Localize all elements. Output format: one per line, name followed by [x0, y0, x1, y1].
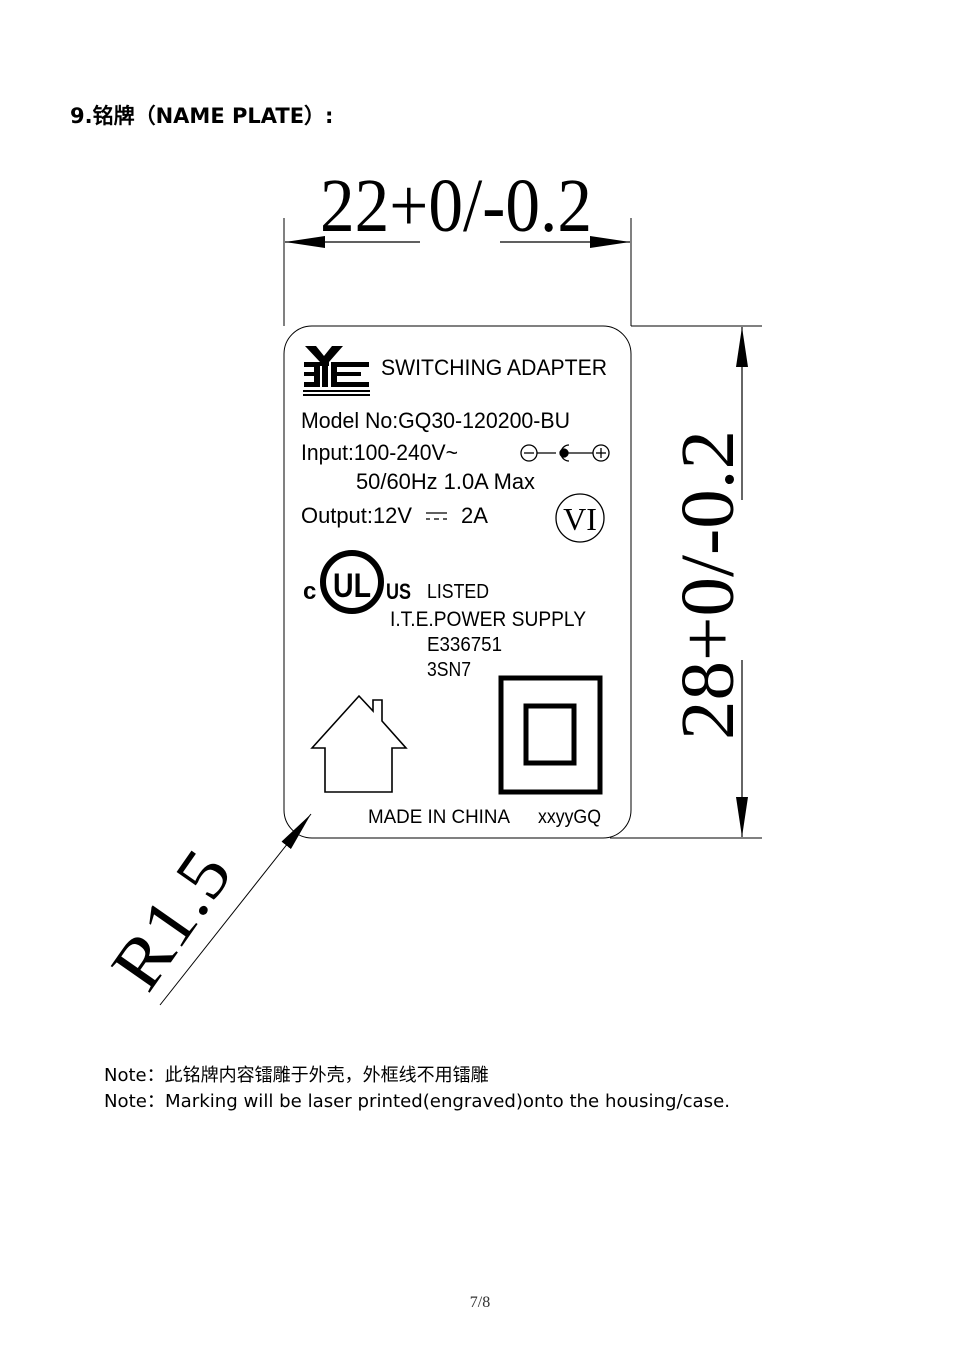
ul-logo-letters: UL [333, 567, 371, 605]
class-ii-inner-square [523, 703, 577, 766]
polarity-icon [520, 444, 610, 462]
brand-logo [303, 346, 370, 396]
efficiency-mark-circle [555, 493, 605, 543]
width-dimension: 22+0/-0.2 [283, 164, 632, 326]
origin-label: MADE IN CHINA [368, 807, 510, 828]
page-number: 7/8 [470, 1294, 490, 1311]
radius-dimension: R1.5 [96, 813, 312, 1006]
plate-title: SWITCHING ADAPTER [381, 355, 607, 380]
height-dimension-label: 28+0/-0.2 [666, 430, 750, 740]
listed-label: LISTED [427, 581, 489, 603]
note-english: Note：Marking will be laser printed(engra… [104, 1091, 730, 1112]
output-current: 2A [461, 503, 488, 528]
date-code: xxyyGQ [538, 807, 601, 828]
indoor-use-house-icon [310, 694, 408, 793]
height-dimension: 28+0/-0.2 [610, 325, 762, 839]
input-rating: Input:100-240V~ [301, 440, 458, 465]
note-chinese: Note：此铭牌内容镭雕于外壳，外框线不用镭雕 [104, 1065, 489, 1086]
radius-label: R1.5 [96, 835, 248, 1004]
ul-c-label: c [303, 578, 316, 605]
output-voltage: Output:12V [301, 503, 412, 528]
control-number: 3SN7 [427, 659, 471, 681]
width-dimension-label: 22+0/-0.2 [320, 164, 592, 248]
class-ii-double-insulation-icon [498, 675, 603, 795]
dc-symbol-icon [426, 512, 447, 520]
ul-us-label: US [386, 579, 411, 604]
model-number: Model No:GQ30-120200-BU [301, 408, 570, 433]
section-heading: 9.铭牌（NAME PLATE）: [70, 104, 333, 128]
file-number: E336751 [427, 634, 502, 656]
plate-outline [283, 325, 632, 839]
product-type: I.T.E.POWER SUPPLY [390, 608, 586, 631]
ul-listed-mark: c UL US [303, 550, 411, 614]
efficiency-mark: VI [563, 501, 597, 537]
input-frequency-current: 50/60Hz 1.0A Max [356, 469, 535, 494]
